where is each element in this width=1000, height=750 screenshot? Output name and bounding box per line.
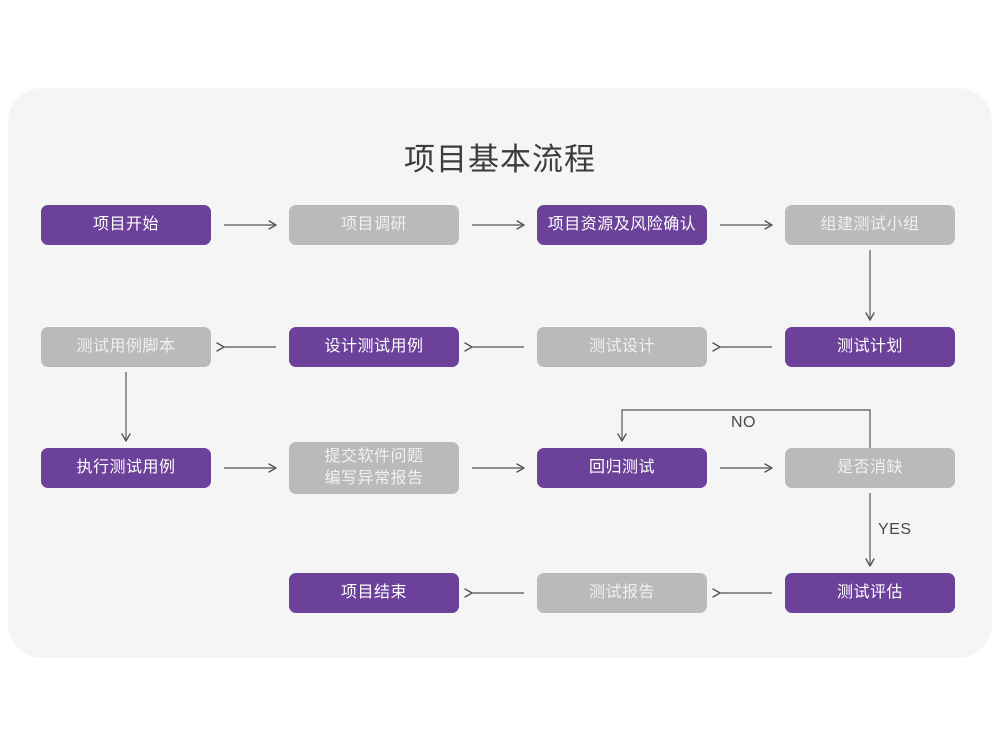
node-project-start[interactable]: 项目开始 [41,205,211,245]
node-project-research[interactable]: 项目调研 [289,205,459,245]
node-test-case-script[interactable]: 测试用例脚本 [41,327,211,367]
edge-n12-n11-no [617,409,871,448]
node-defect-resolved-decision[interactable]: 是否消缺 [785,448,955,488]
node-resource-risk-confirm[interactable]: 项目资源及风险确认 [537,205,707,245]
page-title: 项目基本流程 [404,142,596,177]
edge-label-yes: YES [878,521,912,538]
node-test-report[interactable]: 测试报告 [537,573,707,613]
node-test-evaluation[interactable]: 测试评估 [785,573,955,613]
flowchart-card [8,88,992,658]
node-execute-test-cases[interactable]: 执行测试用例 [41,448,211,488]
node-submit-defect-report[interactable]: 提交软件问题 编写异常报告 [289,442,459,494]
node-regression-test[interactable]: 回归测试 [537,448,707,488]
edge-label-no: NO [731,414,756,431]
node-design-test-cases[interactable]: 设计测试用例 [289,327,459,367]
node-project-end[interactable]: 项目结束 [289,573,459,613]
node-form-test-team[interactable]: 组建测试小组 [785,205,955,245]
node-test-design[interactable]: 测试设计 [537,327,707,367]
node-test-plan[interactable]: 测试计划 [785,327,955,367]
